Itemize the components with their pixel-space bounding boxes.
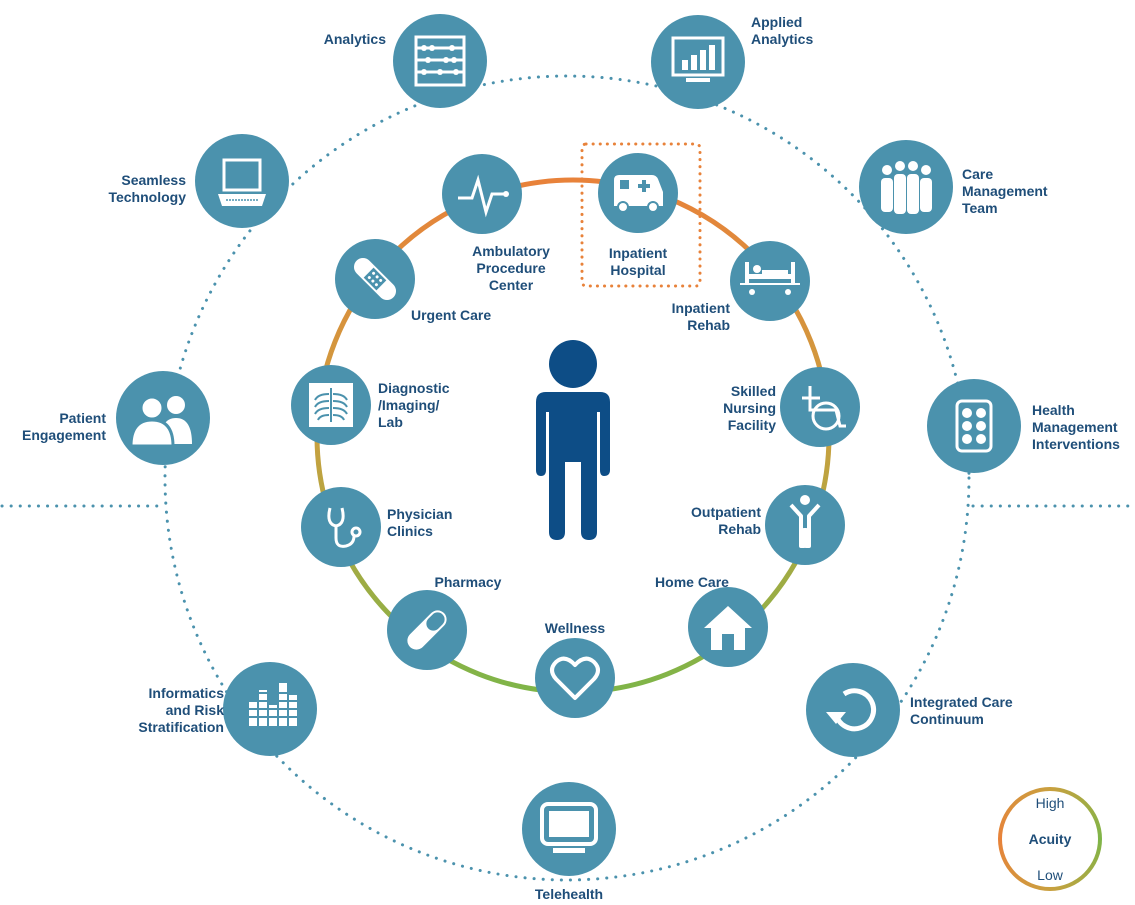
node-analytics[interactable] <box>393 14 487 108</box>
label-analytics: Analytics <box>323 31 386 47</box>
laptop-icon <box>218 158 266 206</box>
acuity-title: Acuity <box>1028 831 1072 847</box>
node-ambulatory-procedure-center[interactable] <box>442 154 522 234</box>
acuity-legend: High Acuity Low <box>998 787 1102 891</box>
ambulance-icon <box>614 175 663 213</box>
node-informatics[interactable] <box>223 662 317 756</box>
house-icon <box>704 606 752 650</box>
node-applied-analytics[interactable] <box>651 15 745 109</box>
node-outpatient-rehab[interactable] <box>765 485 845 565</box>
person-arms-up-icon <box>789 495 821 548</box>
highlight-box <box>580 142 702 288</box>
node-urgent-care[interactable] <box>335 239 415 319</box>
node-inpatient-hospital[interactable] <box>598 153 678 233</box>
hospital-bed-icon <box>740 262 800 295</box>
abacus-icon <box>414 35 466 87</box>
node-patient-engagement[interactable] <box>116 371 210 465</box>
heart-icon <box>550 656 600 700</box>
team-icon <box>881 161 932 214</box>
label-home-care: Home Care <box>655 574 729 590</box>
acuity-high-label: High <box>1035 795 1065 811</box>
node-wellness[interactable] <box>535 638 615 718</box>
capsule-icon <box>407 610 447 650</box>
node-skilled-nursing-facility[interactable] <box>780 367 860 447</box>
label-diagnostic-imaging-lab: Diagnostic/Imaging/Lab <box>378 380 450 430</box>
patient-person-icon <box>536 340 610 540</box>
label-pharmacy: Pharmacy <box>434 574 502 590</box>
outer-dotted-ring <box>163 74 971 882</box>
node-care-management-team[interactable] <box>859 140 953 234</box>
node-seamless-technology[interactable] <box>195 134 289 228</box>
node-integrated-care-continuum[interactable] <box>806 663 900 757</box>
wheelchair-icon <box>802 386 846 431</box>
stethoscope-icon <box>327 507 362 548</box>
label-wellness: Wellness <box>544 620 606 636</box>
label-telehealth: Telehealth <box>534 886 604 902</box>
node-pharmacy[interactable] <box>387 590 467 670</box>
node-telehealth[interactable] <box>522 782 616 876</box>
monitor-icon <box>540 802 598 853</box>
people-icon <box>129 395 192 448</box>
node-inpatient-rehab[interactable] <box>730 241 810 321</box>
pill-pack-icon <box>955 399 993 453</box>
node-health-management-interventions[interactable] <box>927 379 1021 473</box>
label-urgent-care: Urgent Care <box>411 307 492 323</box>
node-physician-clinics[interactable] <box>301 487 381 567</box>
pulse-icon <box>458 174 506 218</box>
acuity-low-label: Low <box>1037 867 1063 883</box>
cycle-arrow-icon <box>826 688 876 732</box>
node-diagnostic-imaging-lab[interactable] <box>291 365 371 445</box>
bandage-icon <box>353 257 397 301</box>
bar-chart-monitor-icon <box>671 36 725 82</box>
xray-icon <box>309 383 353 427</box>
node-home-care[interactable] <box>688 587 768 667</box>
equalizer-chart-icon <box>247 683 299 726</box>
